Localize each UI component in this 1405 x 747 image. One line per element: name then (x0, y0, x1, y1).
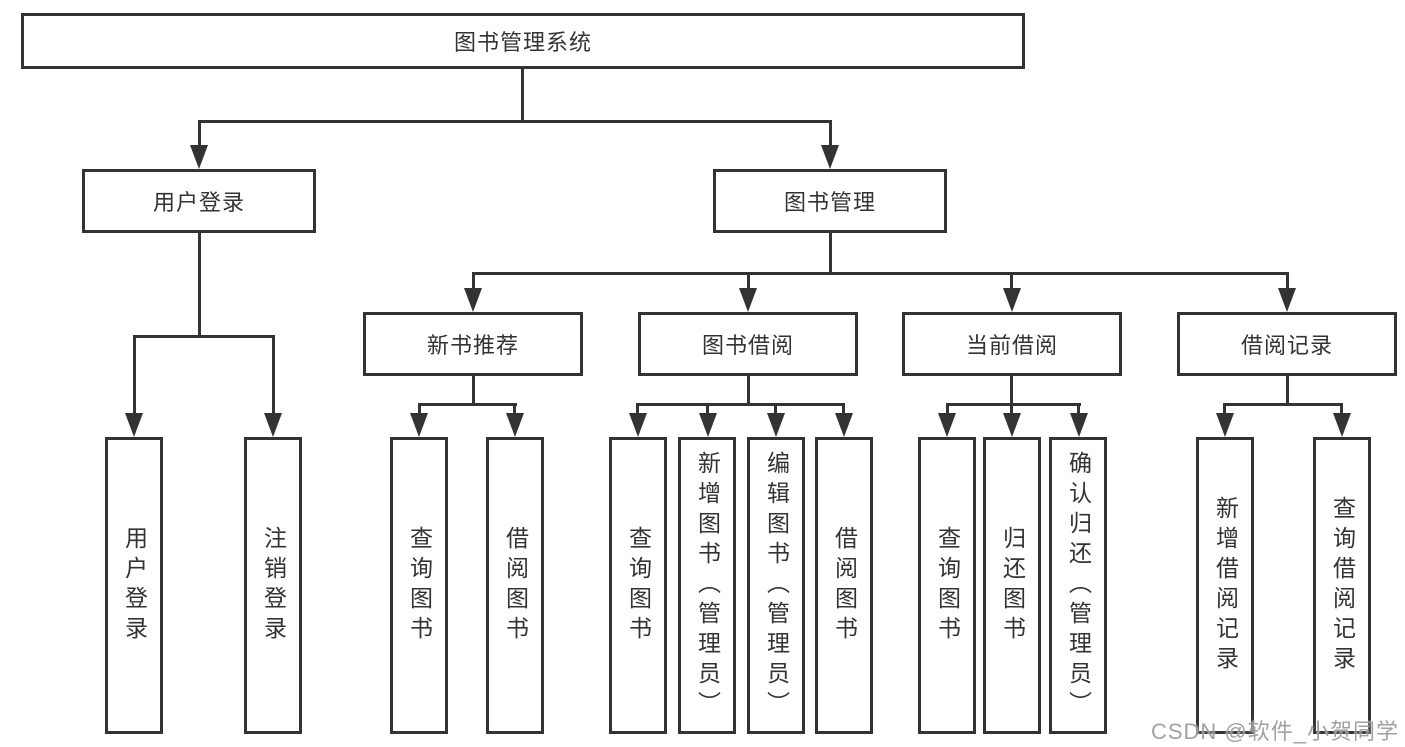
leaf-label: 新增图书（管理员） (694, 450, 721, 721)
connector-drop-leaf-logout (272, 335, 275, 417)
leaf-label: 编辑图书（管理员） (763, 450, 790, 721)
connector-current-borrowing-stem (1010, 376, 1013, 406)
connector-borrowing-records-stem (1286, 376, 1289, 406)
arrow-to-edit-books-admin (767, 413, 785, 437)
leaf-label: 归还图书 (999, 525, 1026, 646)
connector-drop-add-borrow-record (1223, 403, 1226, 417)
connector-drop-query-books-current (946, 403, 949, 417)
leaf-user-login: 用户登录 (105, 437, 163, 734)
leaf-query-borrow-record: 查询借阅记录 (1313, 437, 1371, 734)
node-new-book-recommendation: 新书推荐 (363, 312, 583, 376)
leaf-confirm-return-admin: 确认归还（管理员） (1049, 437, 1107, 734)
connector-book-borrowing-stem (747, 376, 750, 406)
connector-book-borrowing-bar (636, 403, 845, 406)
connector-root-bar (198, 120, 832, 123)
arrow-to-borrow-books-recommend (506, 413, 524, 437)
leaf-label: 查询图书 (625, 525, 652, 646)
arrow-to-user-login (190, 145, 208, 169)
arrow-to-add-borrow-record (1216, 413, 1234, 437)
connector-new-book-stem (472, 376, 475, 406)
arrow-to-book-borrowing (739, 288, 757, 312)
node-label: 图书借阅 (701, 333, 794, 358)
connector-drop-borrowing-records (1286, 272, 1289, 290)
connector-drop-borrow-books (842, 403, 845, 417)
connector-current-borrowing-bar (946, 403, 1081, 406)
connector-drop-user-login (198, 120, 201, 150)
node-label: 新书推荐 (426, 333, 519, 358)
arrow-to-leaf-user-login (125, 413, 143, 437)
node-user-login: 用户登录 (82, 169, 316, 233)
node-label: 用户登录 (152, 190, 245, 215)
node-book-borrowing: 图书借阅 (638, 312, 858, 376)
connector-drop-query-books-recommend (418, 403, 421, 417)
leaf-query-books-recommend: 查询图书 (390, 437, 448, 734)
connector-drop-return-books (1010, 403, 1013, 417)
node-label: 图书管理 (783, 190, 876, 215)
leaf-query-books-borrow: 查询图书 (609, 437, 667, 734)
leaf-add-borrow-record: 新增借阅记录 (1196, 437, 1254, 734)
arrow-to-return-books (1003, 413, 1021, 437)
connector-drop-new-book (472, 272, 475, 290)
node-book-management: 图书管理 (713, 169, 947, 233)
node-library-management-system: 图书管理系统 (21, 13, 1025, 69)
connector-drop-book-borrowing (747, 272, 750, 290)
node-label: 图书管理系统 (453, 30, 592, 55)
leaf-label: 查询图书 (406, 525, 433, 646)
arrow-to-borrow-books (835, 413, 853, 437)
connector-drop-query-borrow-record (1340, 403, 1343, 417)
leaf-return-books: 归还图书 (983, 437, 1041, 734)
connector-drop-current-borrowing (1010, 272, 1013, 290)
connector-drop-borrow-books-recommend (513, 403, 516, 417)
connector-drop-edit-books-admin (774, 403, 777, 417)
leaf-label: 查询借阅记录 (1329, 495, 1356, 676)
node-borrowing-records: 借阅记录 (1177, 312, 1397, 376)
leaf-edit-books-admin: 编辑图书（管理员） (747, 437, 805, 734)
connector-drop-query-books-borrow (636, 403, 639, 417)
leaf-add-books-admin: 新增图书（管理员） (678, 437, 736, 734)
node-label: 借阅记录 (1240, 333, 1333, 358)
arrow-to-query-books-recommend (410, 413, 428, 437)
connector-level2-bar (472, 272, 1289, 275)
leaf-logout: 注销登录 (244, 437, 302, 734)
leaf-label: 用户登录 (121, 525, 148, 646)
connector-drop-confirm-return (1077, 403, 1080, 417)
connector-borrowing-records-bar (1223, 403, 1343, 406)
arrow-to-query-books-current (938, 413, 956, 437)
arrow-to-current-borrowing (1003, 288, 1021, 312)
arrow-to-leaf-logout (264, 413, 282, 437)
arrow-to-new-book (464, 288, 482, 312)
leaf-label: 新增借阅记录 (1212, 495, 1239, 676)
connector-drop-add-books-admin (706, 403, 709, 417)
connector-book-management-stem (829, 232, 832, 274)
connector-user-login-stem (198, 232, 201, 338)
node-label: 当前借阅 (965, 333, 1058, 358)
leaf-label: 确认归还（管理员） (1065, 450, 1092, 721)
connector-user-login-bar (133, 335, 275, 338)
connector-drop-book-management (829, 120, 832, 150)
leaf-query-books-current: 查询图书 (918, 437, 976, 734)
arrow-to-book-management (821, 145, 839, 169)
connector-root-stem (521, 68, 524, 122)
leaf-label: 借阅图书 (831, 525, 858, 646)
node-current-borrowing: 当前借阅 (902, 312, 1122, 376)
leaf-label: 借阅图书 (502, 525, 529, 646)
leaf-label: 注销登录 (260, 525, 287, 646)
leaf-label: 查询图书 (934, 525, 961, 646)
leaf-borrow-books: 借阅图书 (815, 437, 873, 734)
arrow-to-query-books-borrow (629, 413, 647, 437)
connector-new-book-bar (418, 403, 517, 406)
arrow-to-add-books-admin (699, 413, 717, 437)
csdn-watermark: CSDN @软件_小贺同学 (1150, 719, 1399, 744)
connector-drop-leaf-user-login (133, 335, 136, 417)
leaf-borrow-books-recommend: 借阅图书 (486, 437, 544, 734)
arrow-to-query-borrow-record (1333, 413, 1351, 437)
arrow-to-borrowing-records (1278, 288, 1296, 312)
arrow-to-confirm-return (1070, 413, 1088, 437)
